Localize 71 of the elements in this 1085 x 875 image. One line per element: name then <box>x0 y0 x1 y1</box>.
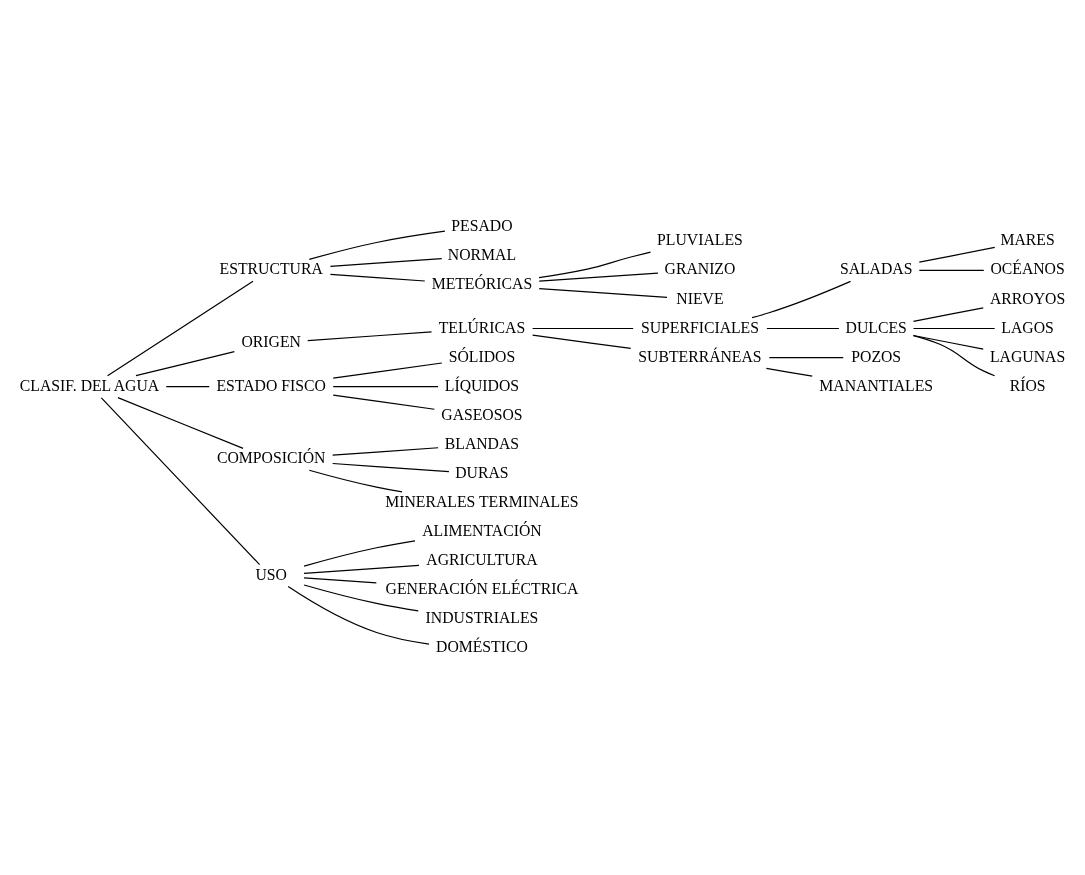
node-text: DOMÉSTICO <box>436 638 528 656</box>
node-text: SUPERFICIALES <box>640 318 759 336</box>
node-text: MINERALES TERMINALES <box>385 493 579 511</box>
connector <box>100 397 261 566</box>
connector <box>912 334 984 350</box>
node-text: SÓLIDOS <box>448 347 516 365</box>
node-text: ARROYOS <box>990 289 1066 307</box>
connector <box>766 327 840 330</box>
connector <box>912 335 996 377</box>
node-text: GENERACIÓN ELÉCTRICA <box>385 580 579 598</box>
node-text: TELÚRICAS <box>438 318 526 336</box>
connector <box>765 367 813 377</box>
node-text: DURAS <box>455 463 509 481</box>
node-text: MARES <box>1000 231 1055 249</box>
connector <box>135 351 235 377</box>
connector <box>332 394 436 410</box>
node-text: INDUSTRIALES <box>425 609 539 627</box>
connector <box>751 280 852 319</box>
connector <box>303 540 416 567</box>
connector <box>307 331 433 342</box>
node-text: POZOS <box>851 347 902 365</box>
node-text: PESADO <box>451 216 513 234</box>
connector <box>329 257 443 267</box>
connector <box>918 246 996 263</box>
node-text: RÍOS <box>1009 376 1046 394</box>
connector <box>308 230 446 260</box>
node-text: CLASIF. DEL AGUA <box>19 376 160 394</box>
connector <box>287 585 430 645</box>
node-text: GASEOSOS <box>441 405 523 423</box>
node-text: BLANDAS <box>444 434 520 452</box>
connector <box>768 356 844 359</box>
connector <box>532 334 632 349</box>
connector <box>912 327 996 330</box>
node-text: COMPOSICIÓN <box>216 449 326 467</box>
node-text: NORMAL <box>447 245 517 263</box>
node-text: PLUVIALES <box>657 231 743 249</box>
connector <box>538 251 652 279</box>
connector <box>912 307 984 323</box>
connector <box>332 447 439 456</box>
node-text: ALIMENTACIÓN <box>422 522 542 540</box>
connector <box>332 362 443 379</box>
connector <box>117 397 244 449</box>
node-text: LAGOS <box>1001 318 1054 336</box>
node-text: ESTADO FISCO <box>216 376 326 394</box>
node-text: OCÉANOS <box>990 260 1065 278</box>
connector <box>918 269 985 271</box>
connector <box>303 564 420 574</box>
node-text: GRANIZO <box>664 260 736 278</box>
node-text: DULCES <box>845 318 907 336</box>
connector <box>106 280 254 377</box>
connector <box>332 386 439 388</box>
node-text: NIEVE <box>676 289 724 307</box>
node-text: SUBTERRÁNEAS <box>638 347 762 365</box>
connector <box>332 462 450 473</box>
node-text: USO <box>255 565 287 583</box>
node-text: LÍQUIDOS <box>444 376 520 394</box>
connector <box>308 469 403 493</box>
node-text: SALADAS <box>839 260 913 278</box>
connector <box>303 577 377 584</box>
connector <box>532 327 634 330</box>
node-text: METEÓRICAS <box>431 275 533 292</box>
node-text: MANANTIALES <box>819 376 934 394</box>
connector <box>329 273 426 282</box>
node-text: AGRICULTURA <box>426 551 538 569</box>
node-text: ESTRUCTURA <box>219 260 323 278</box>
connector <box>538 272 659 282</box>
node-text: LAGUNAS <box>990 347 1066 365</box>
connector <box>538 288 668 298</box>
connector <box>165 386 210 388</box>
node-text: ORIGEN <box>241 333 301 351</box>
connector <box>303 584 419 612</box>
